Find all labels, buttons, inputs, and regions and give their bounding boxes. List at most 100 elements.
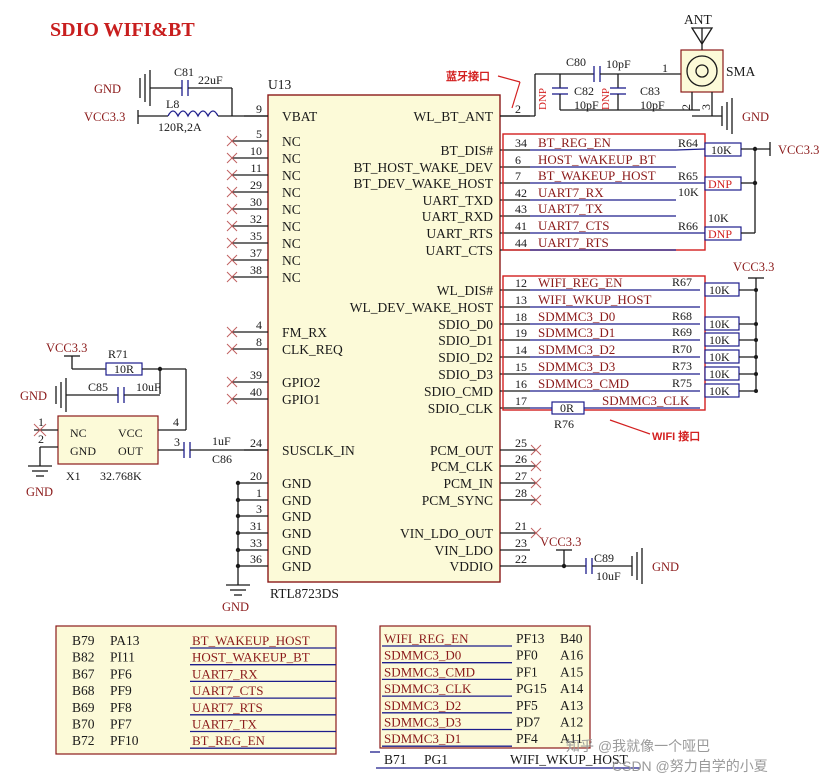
right-pin-group: 2WL_BT_ANT34BT_DIS#6BT_HOST_WAKE_DEV7BT_… — [350, 102, 564, 574]
pin-name-right-25: PCM_OUT — [430, 443, 494, 458]
wifi-table-port: PF1 — [516, 664, 538, 679]
pin-name-right-17: SDIO_CLK — [428, 401, 494, 416]
pin-number-right-27: 27 — [515, 469, 527, 483]
pin-name-left-1: GND — [282, 493, 311, 508]
c86-ref: C86 — [212, 452, 232, 466]
bt-table-ball: B67 — [72, 666, 95, 681]
wifi-table-port: PG15 — [516, 681, 547, 696]
pin-number-left-38: 38 — [250, 263, 262, 277]
pin-number-left-40: 40 — [250, 385, 262, 399]
pin-name-right-14: SDIO_D2 — [438, 350, 493, 365]
ant-label: ANT — [684, 12, 712, 27]
x1-gnd-label: GND — [70, 444, 96, 458]
pin-name-right-26: PCM_CLK — [431, 459, 494, 474]
r67-value: 10K — [709, 283, 730, 297]
bt-table-port: PA13 — [110, 633, 140, 648]
pin-number-left-36: 36 — [250, 552, 262, 566]
pin-number-right-21: 21 — [515, 519, 527, 533]
antenna-network: C80 10pF 1 C82 10pF C83 10pF DNP DNP SMA… — [500, 12, 769, 134]
chip-ref: U13 — [268, 77, 291, 92]
chip-u13-body — [267, 94, 501, 583]
pin-name-left-30: NC — [282, 202, 301, 217]
l8-value: 120R,2A — [158, 120, 202, 134]
wifi-net-label: SDMMC3_D1 — [538, 325, 615, 340]
wifi-net-label: SDMMC3_D2 — [538, 342, 615, 357]
sma-pin2: 2 — [679, 104, 693, 110]
pin-name-left-3: GND — [282, 509, 311, 524]
sma-pin1: 1 — [662, 61, 668, 75]
sma-connector — [680, 49, 724, 93]
pin-number-left-39: 39 — [250, 368, 262, 382]
bt-net-bt_wakeup_host: BT_WAKEUP_HOST — [530, 168, 705, 184]
bt-net-uart7_rts: UART7_RTS — [530, 235, 676, 251]
c81-ref: C81 — [174, 65, 194, 79]
pin-number-right-6: 6 — [515, 153, 521, 167]
pin-number-left-31: 31 — [250, 519, 262, 533]
wifi-net-sdmmc3_clk: SDMMC3_CLK — [530, 393, 700, 409]
c89-ref: C89 — [594, 551, 614, 565]
c85-value: 10uF — [136, 380, 161, 394]
pin-number-left-37: 37 — [250, 246, 262, 260]
c86-value: 1uF — [212, 434, 231, 448]
r64-value: 10K — [711, 143, 732, 157]
wifi-table-ball: A15 — [560, 664, 583, 679]
pin-number-right-26: 26 — [515, 452, 527, 466]
r64-ref: R64 — [678, 136, 698, 150]
gnd-label-c85: GND — [20, 389, 47, 403]
pin-number-right-18: 18 — [515, 310, 527, 324]
dnp-c82: DNP — [537, 88, 549, 110]
pin-number-left-4: 4 — [256, 318, 262, 332]
pin-number-right-22: 22 — [515, 552, 527, 566]
wifi-net-label: SDMMC3_D3 — [538, 359, 615, 374]
wifi-table-net: SDMMC3_CMD — [384, 664, 475, 679]
wifi-net-group: WIFI_REG_ENWIFI_WKUP_HOSTSDMMC3_D0SDMMC3… — [530, 275, 700, 409]
x1-nc-label: NC — [70, 426, 87, 440]
pin-number-left-3: 3 — [256, 502, 262, 516]
bt-table-net: UART7_RX — [192, 666, 258, 681]
r76-ref: R76 — [554, 417, 574, 431]
r73-value: 10K — [709, 367, 730, 381]
bt-net-label: UART7_RX — [538, 185, 604, 200]
c83-value: 10pF — [640, 98, 665, 112]
wifi-net-label: SDMMC3_D0 — [538, 309, 615, 324]
pin-name-left-20: GND — [282, 476, 311, 491]
pin-name-left-38: NC — [282, 270, 301, 285]
pin-number-left-24: 24 — [250, 436, 262, 450]
antenna-icon — [690, 27, 714, 46]
dnp-c83: DNP — [600, 88, 612, 110]
bt-net-uart7_cts: UART7_CTS — [530, 218, 705, 234]
pin-number-left-5: 5 — [256, 127, 262, 141]
bt-net-bt_reg_en: BT_REG_EN — [530, 135, 706, 151]
pin-name-right-42: UART_TXD — [423, 193, 494, 208]
l8-ref: L8 — [166, 97, 179, 111]
bt-table-ball: B69 — [72, 700, 95, 715]
r67-ref: R67 — [672, 275, 692, 289]
c85-ref: C85 — [88, 380, 108, 394]
bt-table-net: UART7_RTS — [192, 700, 263, 715]
